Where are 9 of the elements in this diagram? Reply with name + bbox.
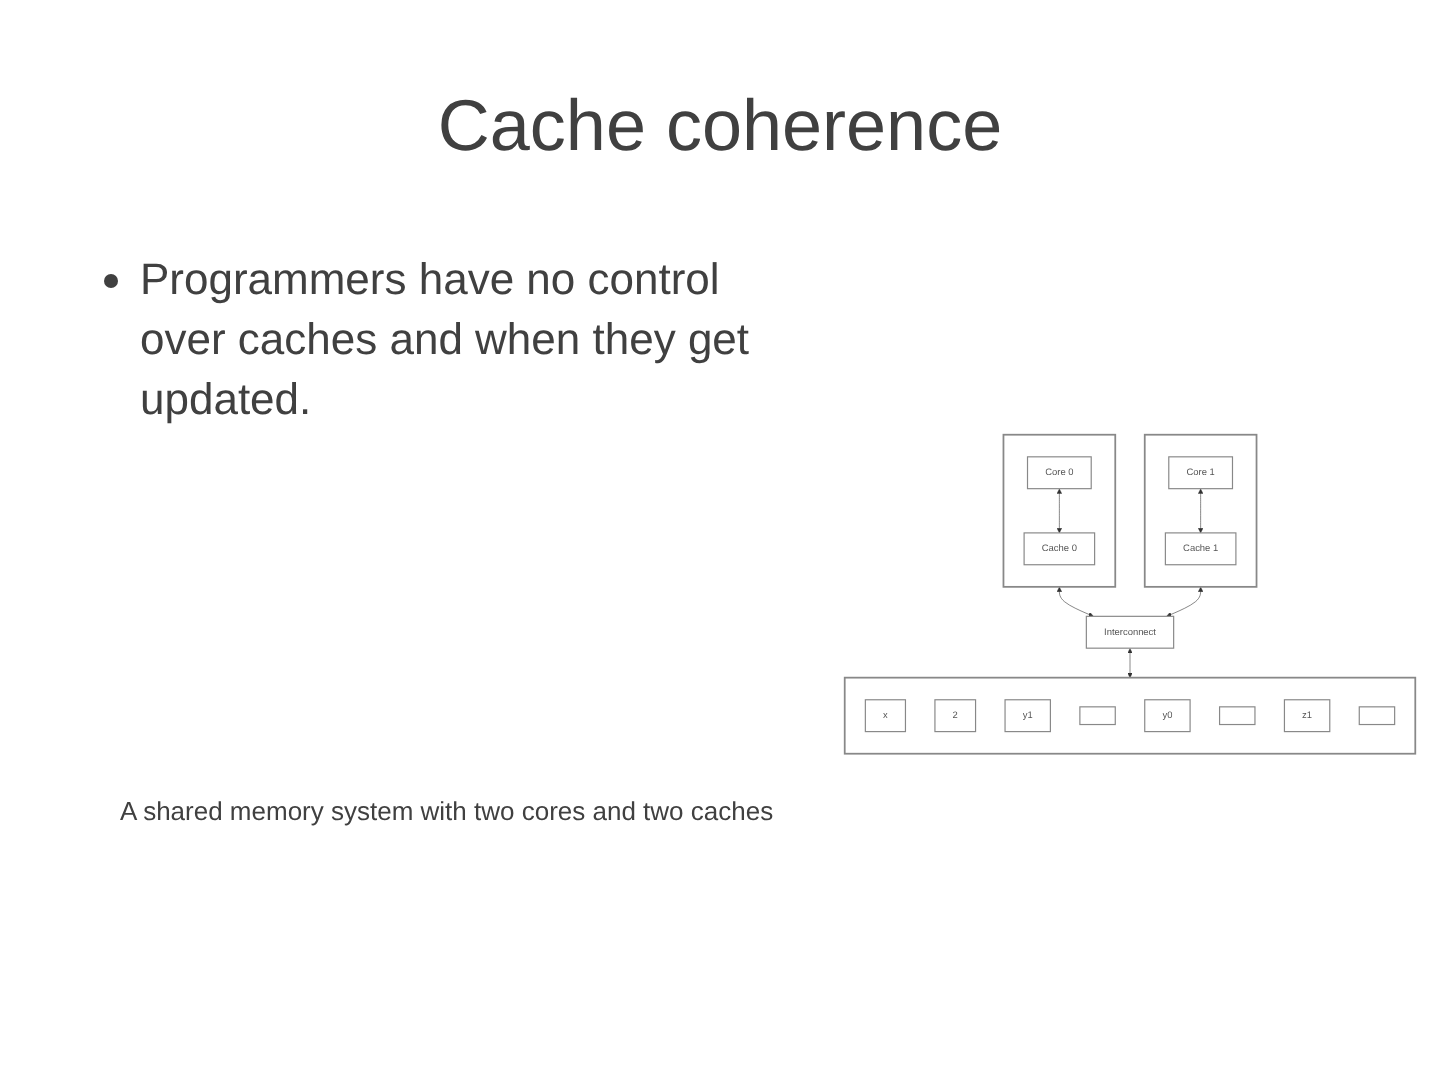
node-box (1358, 707, 1396, 726)
cluster (1143, 434, 1258, 589)
slide-title: Cache coherence (435, 84, 1005, 168)
node-box (1079, 707, 1116, 726)
figure-caption: A shared memory system with two cores and two caches (120, 796, 776, 826)
bullet-text: Programmers have no control over caches and when they get updated. (140, 254, 750, 424)
cluster (1002, 434, 1117, 589)
node-box (1219, 707, 1256, 726)
cluster (843, 677, 1417, 756)
